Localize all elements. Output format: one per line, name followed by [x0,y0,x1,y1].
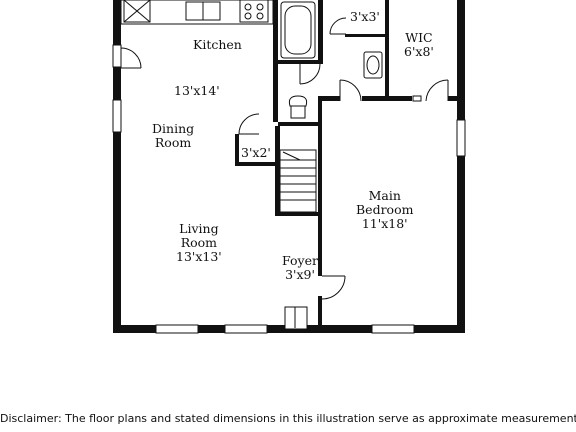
kitchen-counter [120,0,274,25]
bedroom-top-wall-right [362,96,412,101]
kitchen-dims: 13'x14' [174,83,220,98]
bath-sink [363,51,383,79]
living-dims: 13'x13' [176,249,222,264]
wic-name: WIC [405,30,433,45]
kitchen-fixtures [120,0,274,25]
bedroom-top-wall-far [448,96,460,101]
window-right [456,119,466,157]
main-bedroom-name-line1: Main [368,188,401,203]
closet-small-label: 3'x2' [241,146,271,160]
door-wic [425,79,449,102]
closet-3x3-dims: 3'x3' [350,9,380,24]
living-name-line2: Room [180,235,218,250]
window-top-right [412,95,422,102]
window-bottom-left [155,324,199,334]
stair-bottom-wall [278,212,320,216]
window-left-middle [112,99,122,133]
wic-dims: 6'x8' [404,44,434,59]
closet-3x3-right-wall [385,0,389,100]
foyer-name: Foyer [282,253,318,268]
right-exterior-wall [457,0,465,333]
main-bedroom-name-line2: Bedroom [356,202,414,217]
hall-top-wall [278,122,320,126]
living-label: Living Room 13'x13' [176,222,222,264]
main-bedroom-dims: 11'x18' [361,216,408,231]
door-closet-small [238,113,260,135]
left-exterior-wall [113,0,121,333]
stairs [279,149,317,213]
bedroom-top-wall-left [320,96,340,101]
foyer-dims: 3'x9' [285,267,315,282]
bedroom-left-wall [318,96,322,276]
bathtub [280,1,316,59]
door-left-kitchen [120,47,142,69]
closet-3x3-label: 3'x3' [350,10,380,24]
disclaimer-text: Disclaimer: The floor plans and stated d… [0,412,576,425]
door-bath-hall [299,63,321,85]
bedroom-left-wall-low [318,296,322,328]
closet-small-bottom-wall [237,162,275,166]
door-front [284,306,308,330]
door-hall-bedroom [339,79,362,102]
window-left-upper [112,44,122,68]
dining-name-line1: Dining [152,121,195,136]
window-bottom-right [371,324,415,334]
bath-fixtures [280,1,383,119]
door-foyer-closet [321,275,346,300]
stove [239,0,269,23]
front-door-frame [284,306,308,330]
wic-label: WIC 6'x8' [404,31,434,59]
doors [120,17,449,330]
kitchen-label: Kitchen [193,38,242,52]
kitchen-dims-label: 13'x14' [174,84,220,98]
closet-small-dims: 3'x2' [241,145,271,160]
fridge [123,0,151,23]
kitchen-bath-wall [273,0,278,122]
main-bedroom-label: Main Bedroom 11'x18' [356,189,413,231]
window-bottom-middle [224,324,268,334]
door-closet-3x3 [329,17,347,35]
foyer-label: Foyer 3'x9' [282,254,318,282]
windows [112,44,466,334]
toilet [288,95,308,107]
living-name-line1: Living [179,221,219,236]
closet-small-left-wall [235,134,239,166]
bath-upper-right-wall [318,0,323,60]
dining-label: Dining Room [152,122,194,150]
stair-left-wall [275,126,280,216]
interior-walls [235,0,460,328]
kitchen-name: Kitchen [193,37,242,52]
dining-name-line2: Room [154,135,192,150]
bath-bottom-wall [278,60,323,64]
closet-3x3-bottom-wall [345,34,385,37]
